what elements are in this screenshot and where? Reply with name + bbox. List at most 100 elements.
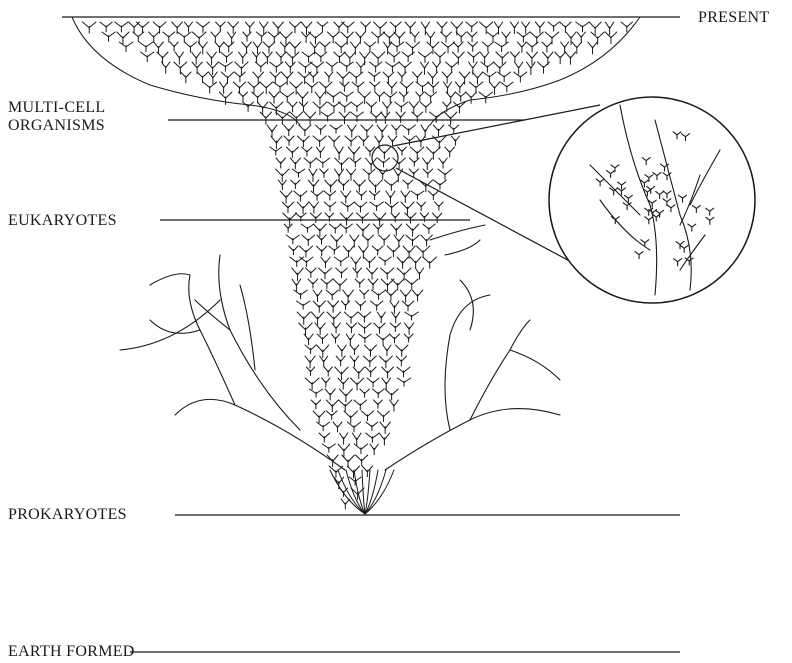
- canopy-twig: [501, 82, 514, 92]
- trunk-twig: [292, 169, 305, 177]
- canopy-twig: [299, 102, 308, 111]
- trunk-twig: [284, 136, 294, 145]
- trunk-twig: [299, 125, 311, 136]
- canopy-twig: [161, 62, 169, 73]
- trunk-twig: [334, 257, 347, 266]
- canopy-twig: [320, 42, 330, 52]
- extinct-branch: [385, 409, 560, 470]
- canopy-twig: [466, 22, 478, 32]
- trunk-twig: [385, 202, 398, 212]
- canopy-twig: [308, 72, 318, 82]
- trunk-twig: [341, 499, 349, 509]
- trunk-twig: [400, 290, 411, 302]
- canopy-twig: [388, 52, 400, 62]
- trunk-twig: [339, 389, 352, 402]
- canopy-twig: [437, 22, 447, 33]
- canopy-twig: [452, 52, 464, 64]
- trunk-twig: [343, 246, 353, 257]
- trunk-twig: [386, 191, 395, 203]
- canopy-twig: [526, 52, 537, 65]
- trunk-twig: [367, 378, 379, 387]
- canopy-twig: [442, 72, 452, 83]
- canopy-twig: [446, 62, 458, 73]
- trunk-twig: [411, 147, 424, 158]
- canopy-twig: [527, 62, 536, 75]
- trunk-twig: [337, 345, 346, 356]
- canopy-twig: [154, 42, 164, 54]
- trunk-twig: [361, 411, 373, 421]
- canopy-twig: [441, 32, 452, 42]
- trunk-twig: [322, 444, 335, 452]
- canopy-twig: [481, 62, 494, 72]
- canopy-twig: [489, 82, 499, 94]
- trunk-twig: [388, 136, 397, 146]
- canopy-twig: [455, 92, 466, 101]
- trunk-twig: [379, 235, 390, 245]
- canopy-twig: [255, 62, 266, 72]
- trunk-twig: [350, 356, 359, 367]
- canopy-twig: [416, 92, 424, 101]
- canopy-twig: [459, 72, 470, 84]
- trunk-twig: [403, 246, 415, 258]
- extinct-branch: [150, 320, 200, 333]
- trunk-twig: [357, 191, 367, 200]
- trunk-twig: [302, 235, 315, 245]
- trunk-twig: [339, 400, 352, 411]
- trunk-twig: [294, 290, 308, 299]
- canopy-twig: [416, 82, 429, 92]
- trunk-twig: [333, 422, 342, 432]
- canopy-twig: [285, 62, 295, 73]
- trunk-twig: [449, 125, 459, 133]
- canopy-twig: [487, 32, 499, 41]
- magnifier-callout: [372, 97, 755, 303]
- trunk-twig: [394, 235, 404, 247]
- canopy-twig: [429, 112, 442, 122]
- canopy-twig: [383, 32, 395, 44]
- trunk-twig: [320, 169, 329, 178]
- trunk-twig: [365, 367, 376, 377]
- canopy-twig: [357, 62, 366, 73]
- canopy-twig: [398, 72, 406, 82]
- extinct-branch: [445, 295, 490, 430]
- canopy-twig: [263, 52, 273, 64]
- canopy-twig: [252, 52, 260, 62]
- trunk-twig: [451, 136, 459, 145]
- canopy-twig: [228, 22, 239, 33]
- label-multi-cell-organisms: MULTI-CELL ORGANISMS: [8, 99, 106, 135]
- trunk-twig: [317, 235, 326, 244]
- canopy-twig: [304, 112, 315, 124]
- canopy-twig: [425, 92, 437, 102]
- canopy-twig: [515, 62, 523, 74]
- trunk-twig: [271, 136, 282, 149]
- canopy-twig: [483, 72, 497, 82]
- trunk-twig: [433, 213, 442, 223]
- label-present: PRESENT: [698, 9, 769, 27]
- canopy-twig: [286, 52, 299, 64]
- canopy-twig: [467, 32, 477, 42]
- trunk-twig: [294, 191, 307, 201]
- trunk-twig: [360, 290, 369, 299]
- canopy-twig: [560, 22, 571, 32]
- trunk-twig: [346, 323, 356, 333]
- trunk-twig: [366, 433, 380, 442]
- extinct-branch: [189, 275, 235, 405]
- small-highlight-circle: [372, 145, 398, 171]
- trunk-twig: [317, 246, 327, 256]
- trunk-twig: [335, 367, 348, 380]
- trunk-twig: [433, 125, 444, 136]
- canopy-twig: [310, 62, 324, 73]
- canopy-twig: [327, 92, 340, 102]
- canopy-twig: [446, 92, 455, 103]
- canopy-twig: [383, 72, 394, 83]
- eukaryote-trunk: [267, 125, 459, 514]
- canopy-twig: [228, 32, 236, 45]
- extinct-branch: [150, 274, 190, 285]
- trunk-twig: [363, 356, 376, 367]
- trunk-twig: [350, 158, 361, 167]
- trunk-twig: [416, 246, 429, 258]
- canopy-twig: [370, 112, 382, 123]
- canopy-twig: [221, 52, 233, 62]
- trunk-twig: [335, 169, 344, 182]
- canopy-twig: [384, 92, 397, 103]
- trunk-twig: [317, 422, 330, 431]
